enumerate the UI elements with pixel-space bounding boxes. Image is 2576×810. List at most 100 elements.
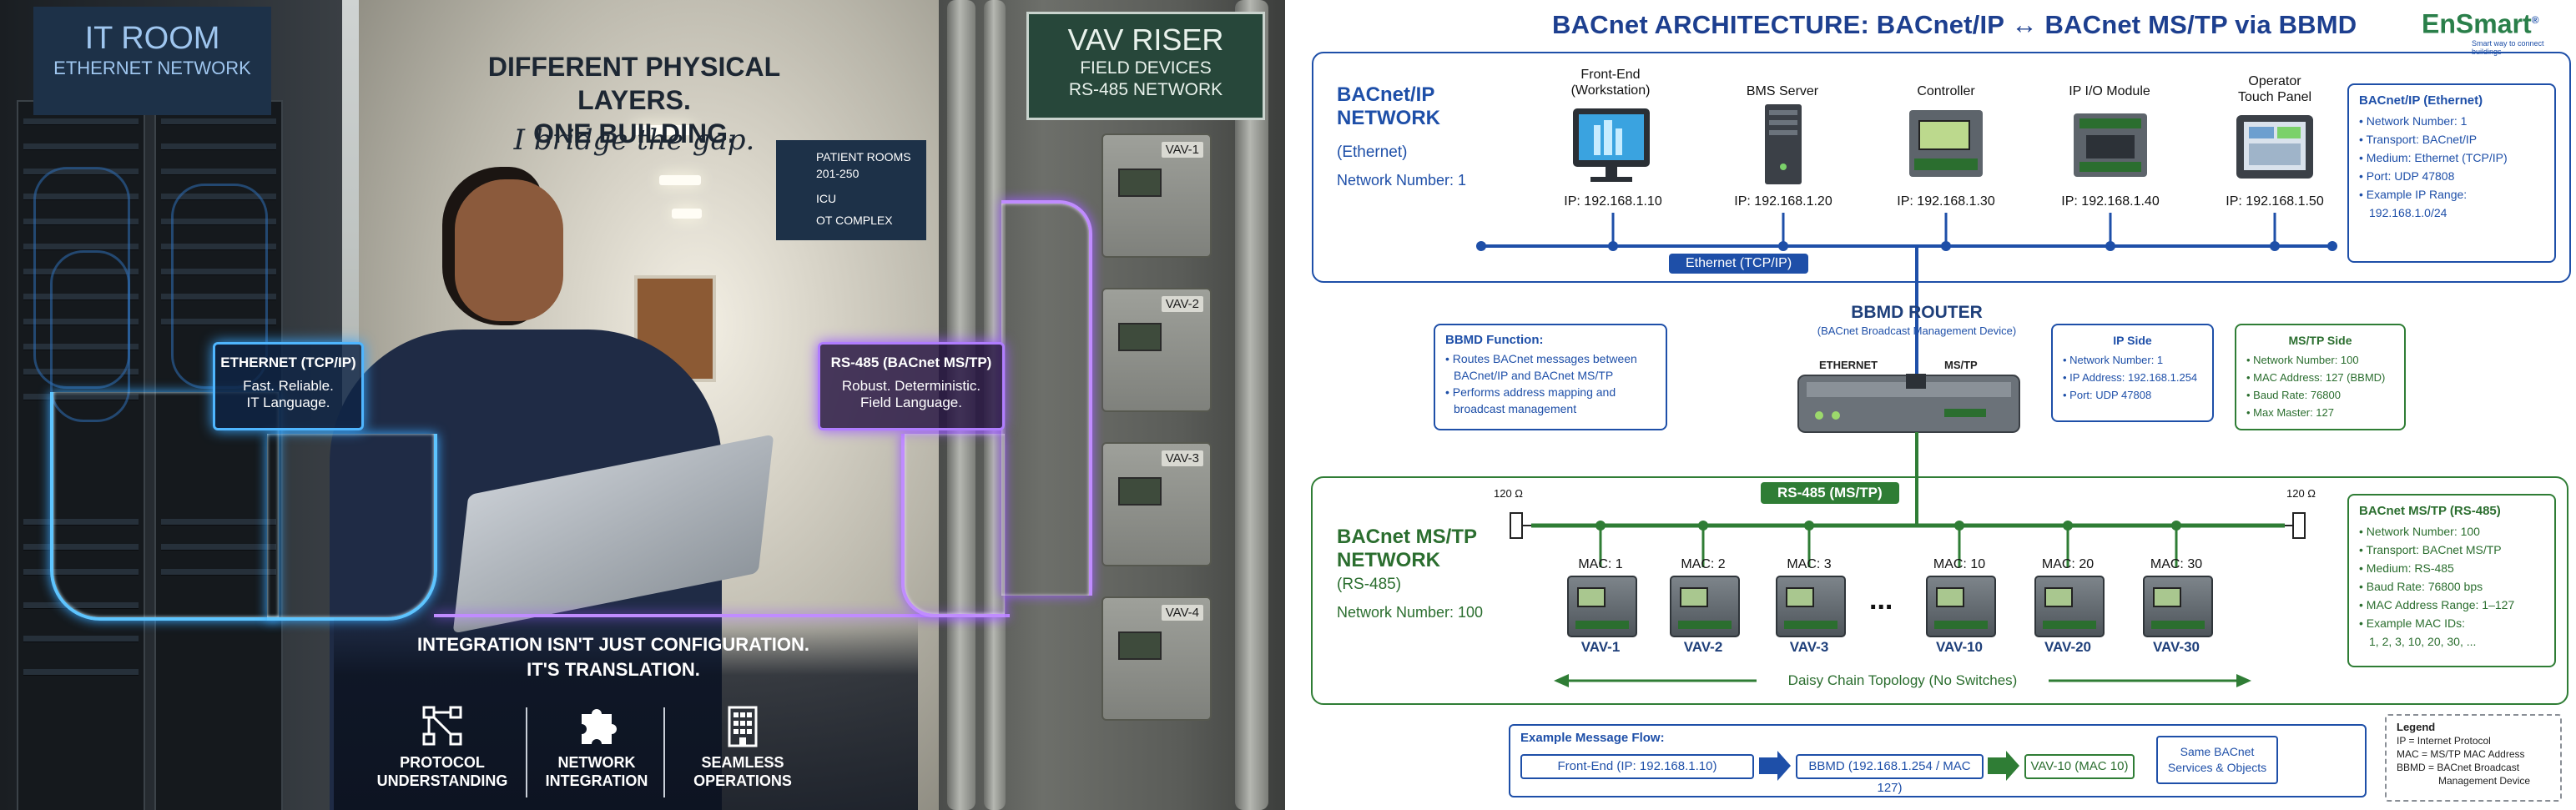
ip-network-number: Network Number: 1	[1337, 172, 1467, 189]
mstp-network-title-line2: NETWORK	[1337, 549, 1440, 571]
ethernet-callout-line1: Fast. Reliable.	[243, 378, 334, 394]
diagram-title: BACnet ARCHITECTURE: BACnet/IP ↔ BACnet …	[1552, 10, 2357, 39]
daisy-chain-label: Daisy Chain Topology (No Switches)	[1787, 672, 2018, 688]
vav-controller-icon	[2034, 576, 2105, 637]
engineer-head	[455, 179, 563, 321]
mstp-network-title-line1: BACnet MS/TP	[1337, 526, 1477, 548]
legend-box: Legend IP = Internet Protocol MAC = MS/T…	[2385, 714, 2562, 802]
device-controller-name: Controller	[1871, 83, 2021, 99]
integration-text: INTEGRATION ISN'T JUST CONFIGURATION. IT…	[367, 632, 860, 682]
flow-note-line1: Same BACnet	[2180, 745, 2255, 758]
vav-name: VAV-30	[2152, 639, 2200, 655]
protocol-line1: PROTOCOL	[400, 754, 485, 771]
mstp-network-number: Network Number: 100	[1337, 604, 1484, 621]
legend-item: BBMD = BACnet Broadcast	[2397, 762, 2520, 773]
vav-unit-label: VAV-3	[1161, 450, 1203, 466]
terminator-right-label: 120 Ω	[2286, 487, 2316, 500]
bacnet-architecture-diagram: BACnet ARCHITECTURE: BACnet/IP ↔ BACnet …	[1285, 0, 2576, 810]
network-integration: NETWORK INTEGRATION	[530, 702, 663, 790]
flow-note-line2: Services & Objects	[2167, 761, 2267, 774]
it-room	[0, 0, 342, 810]
device-name-line2: Touch Panel	[2237, 90, 2312, 104]
mac-label: MAC: 10	[1933, 557, 1986, 571]
mstp-info-item: • Example MAC IDs:	[2359, 616, 2466, 630]
vav-riser-subtitle2: RS-485 NETWORK	[1068, 80, 1223, 99]
corridor-sign: PATIENT ROOMS 201-250 ICU OT COMPLEX	[776, 140, 926, 240]
vav-controller-icon	[1567, 576, 1637, 637]
vav-riser-sign: VAV RISER FIELD DEVICES RS-485 NETWORK	[1026, 12, 1265, 120]
headline-line1: DIFFERENT PHYSICAL LAYERS.	[487, 52, 781, 115]
headline-line2: ONE BUILDING.	[533, 118, 735, 148]
headline: DIFFERENT PHYSICAL LAYERS. ONE BUILDING.	[434, 50, 834, 150]
ip-controller: IP: 192.168.1.30	[1897, 194, 1995, 209]
legend-item: IP = Internet Protocol	[2397, 735, 2491, 747]
ip-info-item: • Example IP Range:	[2359, 188, 2468, 201]
corridor-sign-line2: 201-250	[816, 167, 860, 180]
protocol-icon	[422, 706, 462, 746]
vav-unit: VAV-2	[1101, 288, 1212, 412]
ip-side-item: • Network Number: 1	[2063, 354, 2164, 366]
flow-step-frontend: Front-End (IP: 192.168.1.10)	[1520, 754, 1754, 779]
bbmd-router-icon	[1797, 374, 2020, 433]
building-icon	[728, 706, 758, 747]
vav-unit: VAV-3	[1101, 442, 1212, 566]
vav-controller-icon	[1776, 576, 1846, 637]
ethernet-callout-line2: IT Language.	[246, 395, 330, 410]
integration-line1: INTEGRATION ISN'T JUST CONFIGURATION.	[416, 634, 810, 655]
divider	[663, 707, 665, 797]
protocol-line2: UNDERSTANDING	[376, 772, 508, 789]
rs485-callout: RS-485 (BACnet MS/TP) Robust. Determinis…	[818, 342, 1005, 430]
vav-controller-icon	[2143, 576, 2213, 637]
ip-side-item: • Port: UDP 47808	[2063, 389, 2152, 401]
protocol-understanding: PROTOCOL UNDERSTANDING	[376, 702, 509, 790]
ip-info-item: • Port: UDP 47808	[2359, 169, 2455, 183]
mstp-info-item: 1, 2, 3, 10, 20, 30, ...	[2369, 635, 2477, 648]
bbmd-function-box: BBMD Function: • Routes BACnet messages …	[1434, 324, 1667, 430]
vav-unit-label: VAV-1	[1161, 142, 1203, 158]
network-line2: INTEGRATION	[545, 772, 648, 789]
vav-controller-icon	[1670, 576, 1740, 637]
bbmd-port-mstp: MS/TP	[1944, 359, 1978, 371]
integration-band	[334, 617, 918, 810]
ethernet-glow-line	[267, 434, 437, 621]
rs485-bus-label: RS-485 (MS/TP)	[1761, 482, 1899, 504]
rs485-glow-line	[434, 614, 1010, 617]
mstp-info-item: • Transport: BACnet MS/TP	[2359, 543, 2502, 556]
integration-line2: IT'S TRANSLATION.	[527, 659, 700, 680]
bbmd-subtitle: (BACnet Broadcast Management Device)	[1817, 325, 2017, 337]
corridor-sign-line3: ICU	[816, 192, 837, 205]
mac-label: MAC: 1	[1578, 557, 1623, 571]
ip-side-title: IP Side	[2113, 334, 2152, 347]
mstp-info-box: BACnet MS/TP (RS-485) • Network Number: …	[2347, 494, 2556, 667]
ip-info-item: • Network Number: 1	[2359, 114, 2468, 128]
vav-name: VAV-2	[1683, 639, 1723, 655]
ip-info-item: • Transport: BACnet/IP	[2359, 133, 2478, 146]
device-name-line1: Controller	[1917, 84, 1975, 98]
message-flow-title: Example Message Flow:	[1520, 731, 1665, 745]
photo-panel: IT ROOM ETHERNET NETWORK DIFFERENT PHYSI…	[0, 0, 1285, 810]
vav-name: VAV-10	[1935, 639, 1984, 655]
corridor-sign-line1: PATIENT ROOMS	[816, 150, 911, 164]
logo-mark: ®	[2531, 14, 2539, 26]
pipe	[1235, 0, 1268, 810]
mstp-info-item: • Network Number: 100	[2359, 525, 2480, 538]
workstation-icon	[1573, 108, 1650, 182]
mac-label: MAC: 2	[1681, 557, 1726, 571]
legend-title: Legend	[2397, 721, 2436, 733]
vav-name: VAV-3	[1789, 639, 1829, 655]
legend-item: Management Device	[2438, 775, 2531, 787]
ip-network-title-line1: BACnet/IP	[1337, 83, 1435, 106]
it-room-title: IT ROOM	[84, 21, 220, 56]
terminator-left-label: 120 Ω	[1494, 487, 1524, 500]
ethernet-callout: ETHERNET (TCP/IP) Fast. Reliable. IT Lan…	[213, 342, 364, 430]
vav-unit: VAV-1	[1101, 133, 1212, 258]
message-flow-box	[1509, 724, 2367, 797]
device-name-line1: Front-End	[1580, 68, 1641, 82]
bbmd-port-ethernet: ETHERNET	[1819, 359, 1878, 371]
ip-io-module: IP: 192.168.1.40	[2061, 194, 2160, 209]
device-bms-name: BMS Server	[1707, 83, 1858, 99]
vav-controller-icon	[1926, 576, 1996, 637]
device-name-line1: Operator	[2248, 74, 2301, 88]
mac-label: MAC: 30	[2150, 557, 2203, 571]
